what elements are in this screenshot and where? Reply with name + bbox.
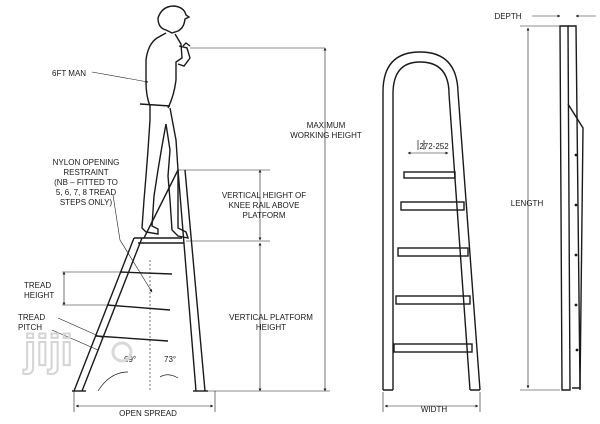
label-max-height-line2: WORKING HEIGHT <box>290 131 362 140</box>
label-tread-height-line1: TREAD <box>24 281 51 290</box>
label-width-range: 272-252 <box>419 142 449 151</box>
front-tread-1 <box>403 171 456 179</box>
label-tread-pitch-line1: TREAD <box>18 313 45 322</box>
ladder-side <box>72 169 208 392</box>
label-restraint-line2: RESTRAINT <box>63 168 108 177</box>
label-restraint-line3: (NB – FITTED TO <box>54 178 118 187</box>
front-treads <box>393 171 473 353</box>
label-tread-height-line2: HEIGHT <box>24 291 54 300</box>
label-knee-rail-line3: PLATFORM <box>243 211 286 220</box>
label-knee-rail-line1: VERTICAL HEIGHT OF <box>222 191 306 200</box>
front-tread-2 <box>400 201 465 211</box>
front-tread-3 <box>397 247 469 257</box>
edge-view: DEPTH LENGTH <box>494 12 596 391</box>
label-open-spread: OPEN SPREAD <box>119 409 177 418</box>
front-tread-4 <box>395 295 471 305</box>
label-length: LENGTH <box>511 199 544 208</box>
man-figure <box>139 5 191 239</box>
label-angle-rear: 73° <box>164 355 176 364</box>
side-labels: 6FT MAN MAXIMUM WORKING HEIGHT NYLON OPE… <box>18 69 362 418</box>
label-restraint-line5: STEPS ONLY) <box>60 198 113 207</box>
side-dimensions <box>51 47 330 412</box>
label-vertical-platform-line1: VERTICAL PLATFORM <box>229 313 313 322</box>
label-angle-front: 69° <box>124 355 136 364</box>
jiji-watermark: jiji <box>22 325 133 376</box>
label-depth: DEPTH <box>494 12 521 21</box>
edge-dimensions: DEPTH LENGTH <box>494 12 596 391</box>
label-tread-pitch-line2: PITCH <box>18 323 42 332</box>
label-max-height-line1: MAXIMUM <box>307 121 346 130</box>
watermark-text: jiji <box>23 326 73 375</box>
front-dimensions: 272-252 WIDTH <box>382 142 481 414</box>
front-view: 272-252 WIDTH <box>382 51 481 414</box>
ladder-edge <box>559 25 584 391</box>
label-restraint-line1: NYLON OPENING <box>53 158 120 167</box>
front-tread-5 <box>393 343 473 353</box>
label-knee-rail-line2: KNEE RAIL ABOVE <box>229 201 300 210</box>
ladder-front <box>382 51 481 391</box>
label-vertical-platform-line2: HEIGHT <box>256 323 286 332</box>
label-restraint-line4: 5, 6, 7, 8 TREAD <box>56 188 117 197</box>
label-6ft-man: 6FT MAN <box>52 69 86 78</box>
label-width: WIDTH <box>421 405 447 414</box>
side-view: 6FT MAN MAXIMUM WORKING HEIGHT NYLON OPE… <box>18 5 362 418</box>
